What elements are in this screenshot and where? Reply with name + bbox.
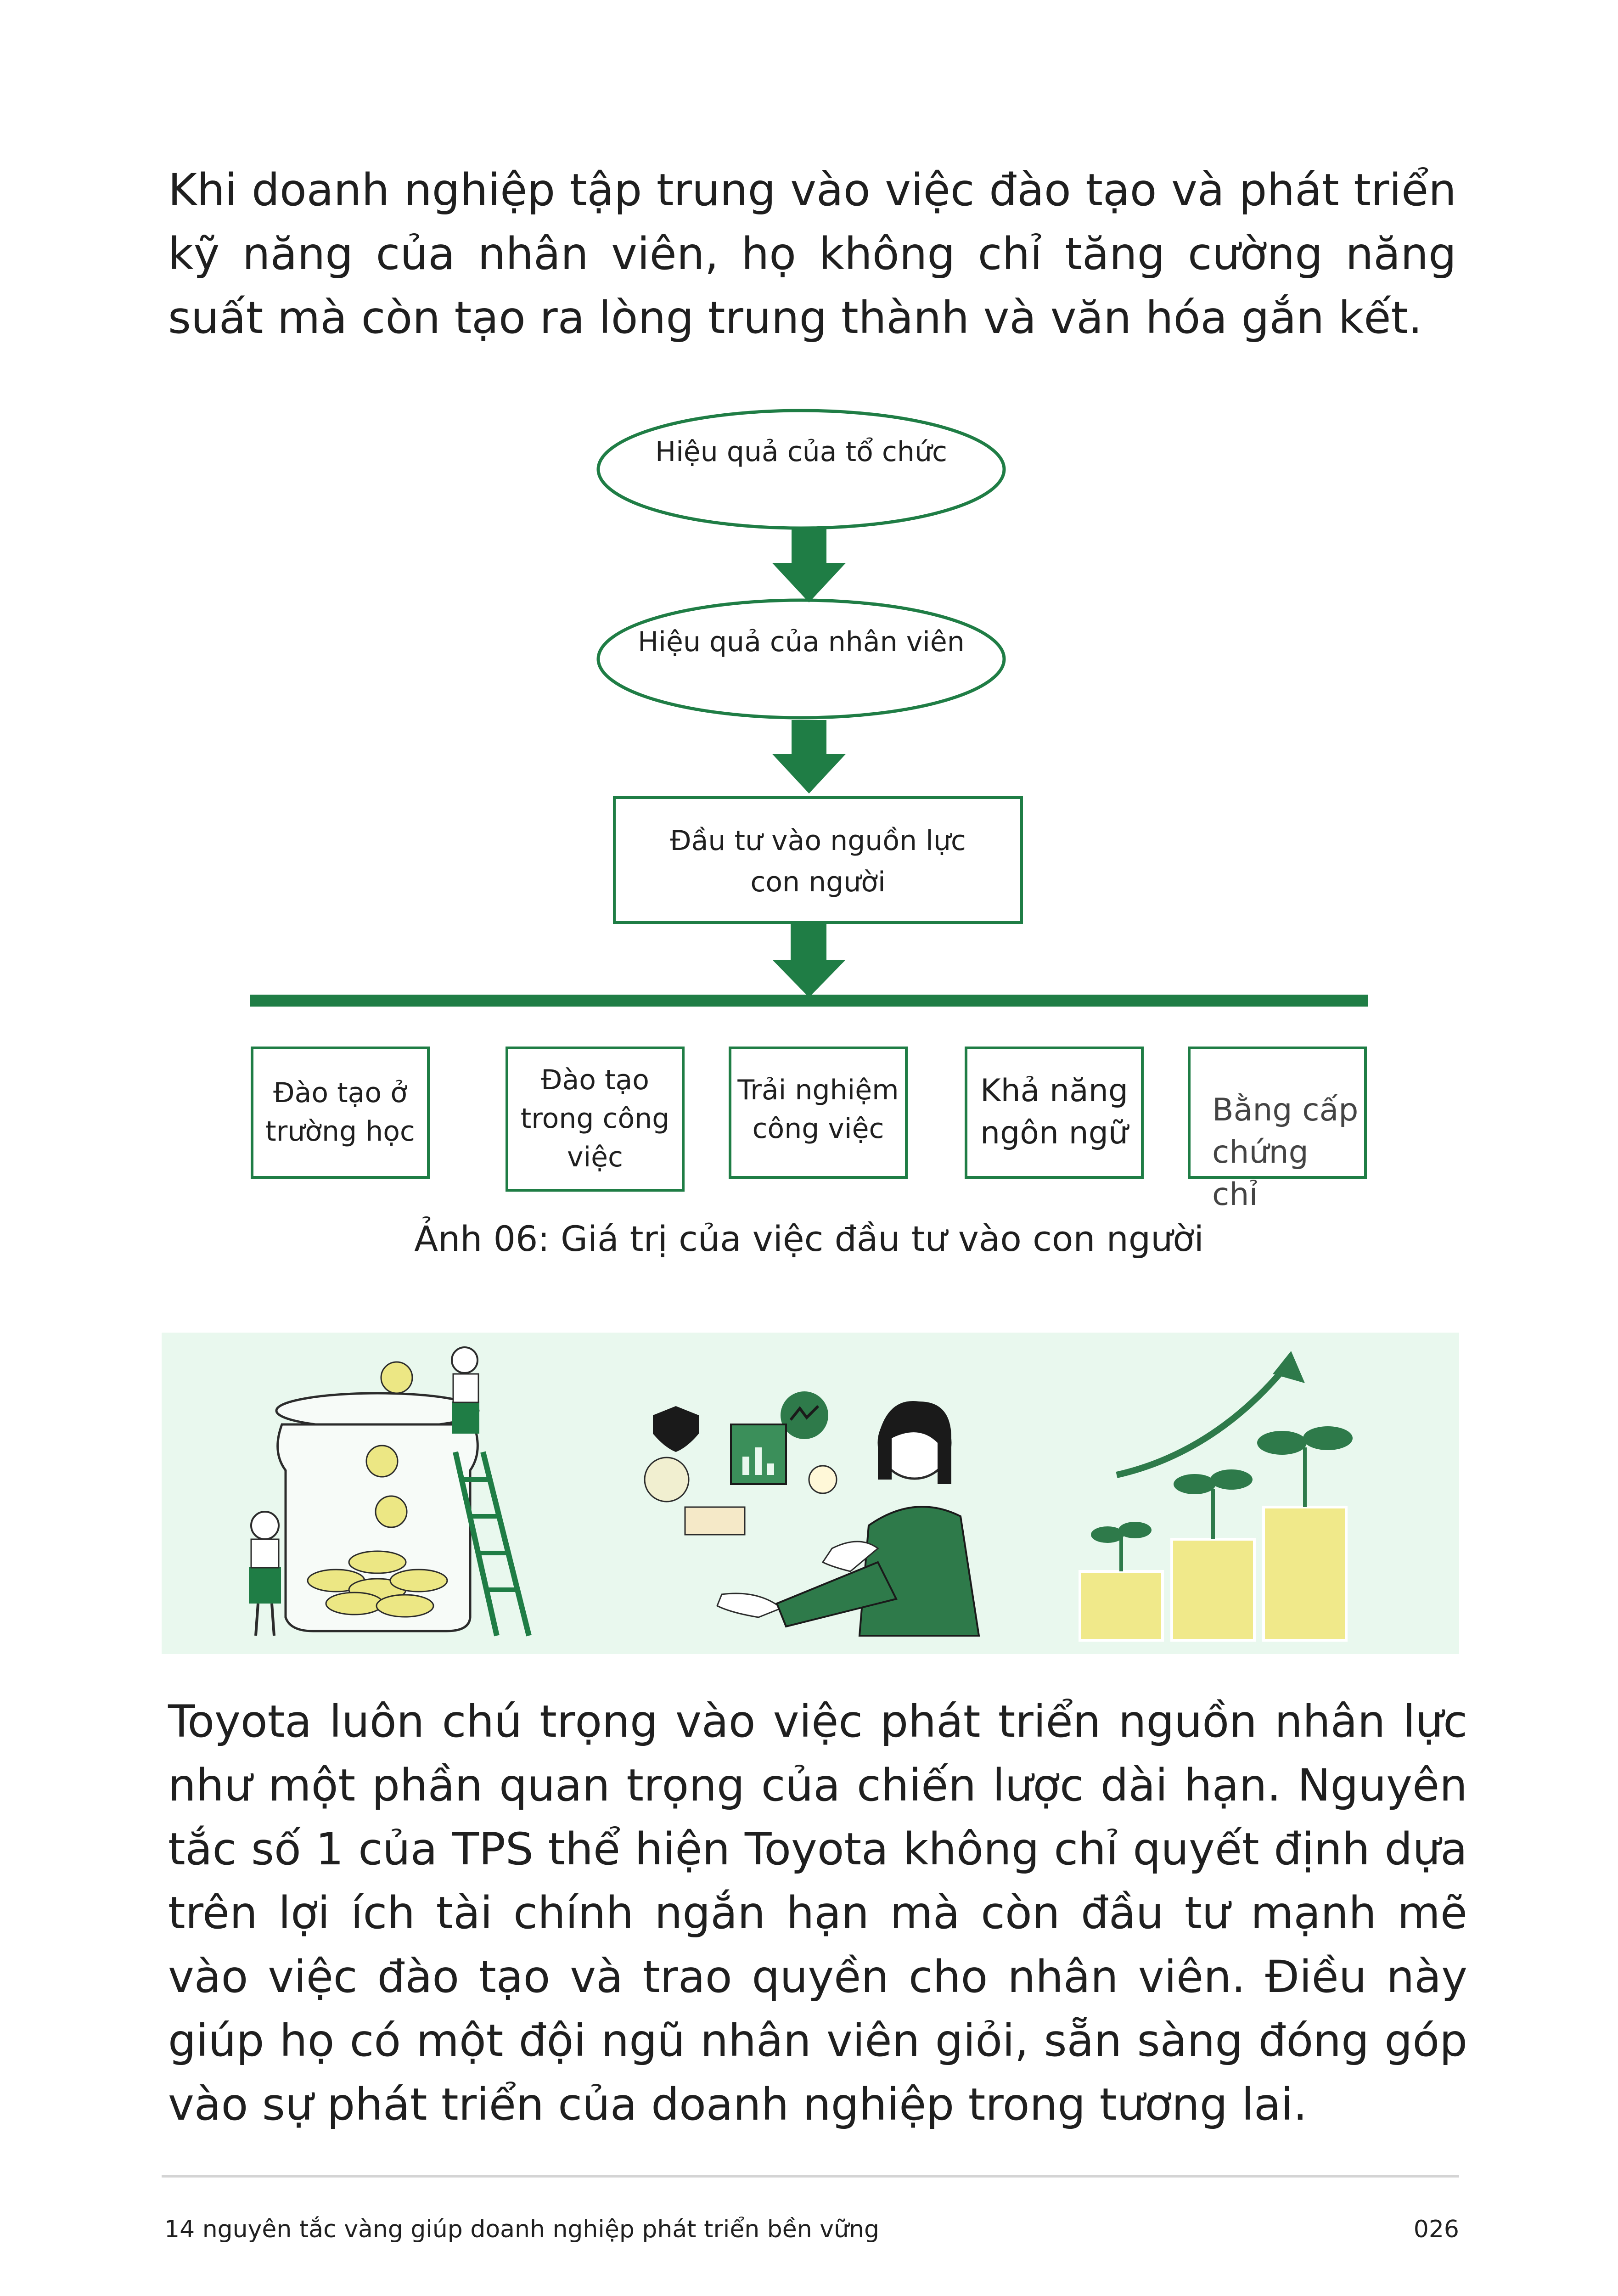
money-jar-illustration-icon [249, 1346, 532, 1637]
branch-box-1 [251, 1047, 430, 1179]
footer-divider [162, 2175, 1459, 2178]
illustration-banner [162, 1333, 1459, 1654]
body-paragraph: Toyota luôn chú trọng vào việc phát triể… [168, 1696, 1467, 2130]
node-staff-ellipse [596, 598, 1006, 720]
arrow-down-2 [772, 720, 846, 793]
investment-diagram: Hiệu quả của tổ chức Hiệu quả của nhân v… [250, 409, 1368, 1213]
branch-box-3 [729, 1047, 908, 1179]
node-org-label: Hiệu quả của tổ chức [655, 436, 947, 468]
branch-box-2 [506, 1047, 685, 1192]
branch-label-school: Đào tạo ở trường học [265, 1077, 415, 1148]
node-org-ellipse [596, 409, 1006, 530]
node-invest-box [613, 796, 1023, 924]
page-number: 026 [1413, 2216, 1459, 2243]
illustration-art [249, 1346, 1353, 1642]
growth-coins-illustration-icon [1079, 1351, 1353, 1642]
arrow-down-3 [772, 924, 846, 997]
diagram-shapes [250, 409, 1368, 1192]
intro-paragraph: Khi doanh nghiệp tập trung vào việc đào … [168, 164, 1456, 343]
branch-label-certificate: Bằng cấp chứng chỉ [1212, 1092, 1359, 1213]
footer-book-title: 14 nguyên tắc vàng giúp doanh nghiệp phá… [164, 2216, 879, 2243]
figure-caption: Ảnh 06: Giá trị của việc đầu tư vào con … [414, 1218, 1204, 1259]
branch-box-5 [1188, 1047, 1367, 1179]
branch-bar [250, 995, 1368, 1007]
finance-person-illustration-icon [644, 1391, 980, 1637]
branch-label-onjob: Đào tạo trong công việc [520, 1064, 670, 1173]
branch-box-4 [965, 1047, 1144, 1179]
branch-label-experience: Trải nghiệm công việc [737, 1074, 899, 1145]
node-invest-label: Đầu tư vào nguồn lực con người [670, 825, 966, 898]
branch-label-language: Khả năng ngôn ngữ [980, 1073, 1128, 1151]
node-staff-label: Hiệu quả của nhân viên [638, 626, 965, 658]
arrow-down-1 [772, 529, 846, 602]
